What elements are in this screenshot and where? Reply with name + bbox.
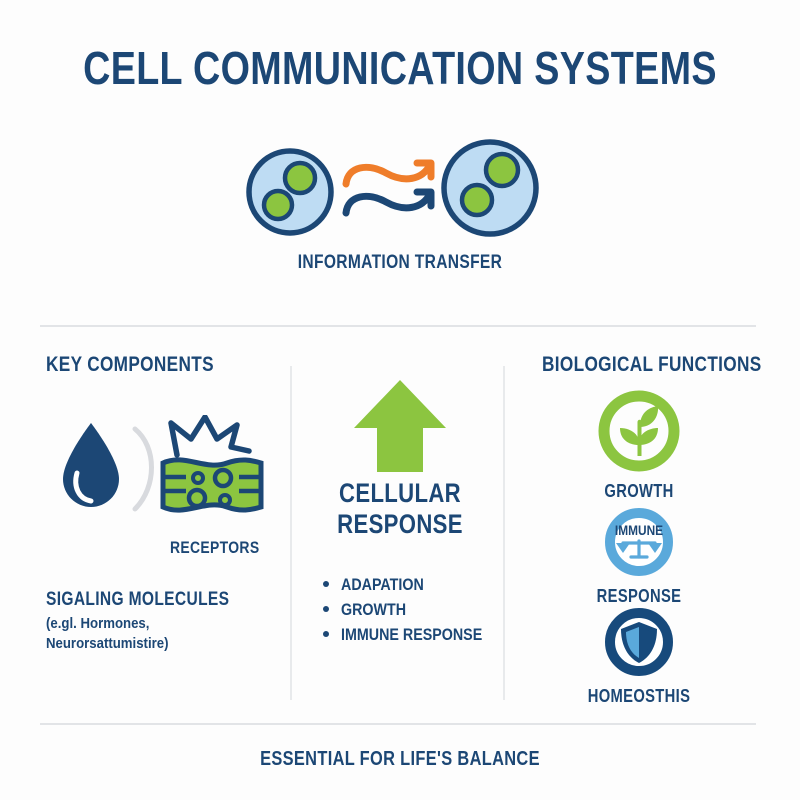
signaling-molecules-title: SIGALING MOLECULES bbox=[46, 589, 230, 610]
list-item-label: IMMUNE RESPONSE bbox=[341, 625, 483, 644]
information-transfer-label: INFORMATION TRANSFER bbox=[297, 252, 503, 273]
divider-top bbox=[40, 325, 756, 327]
immune-inner-text: IMMUNE bbox=[615, 522, 663, 538]
wavy-arrow-right-navy-icon bbox=[342, 188, 435, 217]
information-transfer-illustration bbox=[0, 130, 800, 290]
list-item-label: GROWTH bbox=[341, 600, 407, 619]
key-components-icons bbox=[55, 414, 270, 535]
biological-function-homeostasis: HOMEOSTHIS bbox=[503, 605, 775, 707]
signaling-molecules-block: SIGALING MOLECULES (e.gl. Hormones, Neur… bbox=[46, 588, 282, 654]
list-item: GROWTH bbox=[323, 597, 503, 622]
biological-function-immune-response: IMMUNE RESPONSE bbox=[503, 505, 775, 607]
page-title: CELL COMMUNICATION SYSTEMS bbox=[83, 42, 717, 94]
cell-icon-right bbox=[441, 139, 539, 237]
footer-tagline: ESSENTIAL FOR LIFE'S BALANCE bbox=[260, 748, 540, 770]
shield-circle-icon bbox=[605, 608, 673, 676]
water-droplet-icon bbox=[63, 423, 119, 507]
membrane-receptor-icon bbox=[160, 414, 264, 513]
biological-function-label: HOMEOSTHIS bbox=[587, 686, 691, 706]
divider-vertical-right bbox=[503, 366, 505, 700]
list-item: IMMUNE RESPONSE bbox=[323, 622, 503, 647]
key-components-header: KEY COMPONENTS bbox=[46, 353, 214, 376]
wavy-arrow-right-orange-icon bbox=[342, 159, 435, 188]
crescent-arc-icon bbox=[132, 426, 154, 512]
bullet-icon bbox=[323, 631, 329, 637]
cell-icon-left bbox=[246, 148, 334, 236]
green-up-arrow-icon bbox=[354, 380, 446, 472]
bullet-icon bbox=[323, 606, 329, 612]
signaling-molecules-subtitle: (e.gl. Hormones, Neurorsattumistire) bbox=[46, 615, 169, 652]
list-item: ADAPATION bbox=[323, 572, 503, 597]
key-components-svg bbox=[63, 414, 264, 513]
biological-function-label: GROWTH bbox=[604, 481, 674, 501]
cellular-response-list: ADAPATION GROWTH IMMUNE RESPONSE bbox=[323, 572, 503, 647]
bullet-icon bbox=[323, 581, 329, 587]
cellular-response-arrow bbox=[300, 378, 500, 479]
biological-functions-header: BIOLOGICAL FUNCTIONS bbox=[542, 353, 762, 376]
hero-svg bbox=[246, 139, 539, 237]
divider-vertical-left bbox=[290, 366, 292, 700]
cellular-response-title: CELLULAR RESPONSE bbox=[337, 478, 463, 539]
divider-bottom bbox=[40, 723, 756, 725]
biological-function-growth: GROWTH bbox=[503, 388, 775, 502]
receptors-label: RECEPTORS bbox=[170, 538, 260, 557]
plant-sprout-circle-icon bbox=[598, 390, 680, 472]
list-item-label: ADAPATION bbox=[341, 575, 424, 594]
biological-function-label: RESPONSE bbox=[596, 586, 682, 606]
balance-scales-circle-icon: IMMUNE bbox=[605, 508, 673, 576]
